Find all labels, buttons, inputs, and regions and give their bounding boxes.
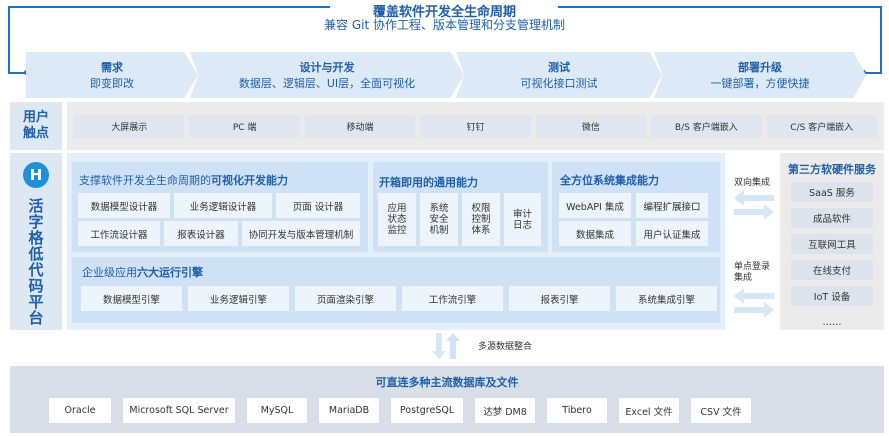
general-capability-item: 审计 日志 [504,193,541,246]
integration-title: 全方位系统集成能力 [560,174,659,187]
database-panel: 可直连多种主流数据库及文件 Oracle Microsoft SQL Server… [10,366,884,433]
platform-label-box: H 活字格低代码平台 [10,153,62,330]
engine-item: 报表引擎 [509,286,610,311]
stage-desc: 可视化接口测试 [520,77,598,90]
stage-testing: 测试可视化接口测试 [456,52,662,98]
third-party-item: 成品软件 [791,208,873,228]
designer-item: 协同开发与版本管理机制 [242,221,360,246]
bracket-line [880,6,882,74]
bracket-line [558,6,882,8]
designer-item: 业务逻辑设计器 [174,193,272,218]
touch-point-item: B/S 客户端嵌入 [651,115,762,138]
third-party-item: IoT 设备 [791,286,873,306]
visual-dev-title: 支撑软件开发全生命周期的可视化开发能力 [79,174,288,187]
integration-item: 用户认证集成 [636,221,708,246]
general-capability-item: 系统 安全 机制 [420,193,458,246]
general-panel: 开箱即用的通用能力 应用 状态 监控系统 安全 机制权限 控制 体系审计 日志 [373,162,548,252]
engine-item: 系统集成引擎 [616,286,717,311]
third-party-panel: 第三方软硬件服务 SaaS 服务成品软件互联网工具在线支付 IoT 设备 …… [780,153,884,330]
touch-point-item: PC 端 [189,115,300,138]
platform-logo-icon: H [23,162,49,188]
bidirectional-label: 双向集成 [734,178,771,188]
designer-item: 数据模型设计器 [78,193,170,218]
database-item: Microsoft SQL Server [123,398,235,423]
platform-label: 活字格低代码平台 [28,197,44,327]
database-item: MySQL [247,398,307,423]
bracket-line [8,72,26,74]
stage-title: 测试 [548,61,570,74]
stage-design-dev: 设计与开发数据层、逻辑层、UI层，全面可视化 [190,52,464,98]
stage-title: 部署升级 [738,61,782,74]
database-item: Excel 文件 [619,398,679,423]
third-party-title: 第三方软硬件服务 [788,163,876,176]
stage-desc: 一键部署，方便快捷 [710,77,810,90]
touch-point-item: 钉钉 [420,115,531,138]
touch-point-item: 大屏展示 [74,115,185,138]
database-item: MariaDB [319,398,379,423]
diagram-title: 覆盖软件开发全生命周期 [372,5,516,20]
stage-title: 设计与开发 [299,61,355,74]
third-party-item: SaaS 服务 [791,182,873,202]
diagram-subtitle: 兼容 Git 协作工程、版本管理和分支管理机制 [324,18,565,32]
database-item: Tibero [547,398,607,423]
designer-item: 工作流设计器 [78,221,160,246]
bidirectional-arrows-icon [734,190,774,220]
bracket-line [8,6,10,74]
engine-item: 数据模型引擎 [81,286,182,311]
touch-label: 用户触点 [10,102,62,150]
general-capability-item: 应用 状态 监控 [378,193,416,246]
third-party-item: …… [822,316,842,328]
touch-point-item: C/S 客户端嵌入 [766,115,877,138]
general-capability-item: 权限 控制 体系 [462,193,500,246]
database-item: CSV 文件 [691,398,751,423]
visual-dev-panel: 支撑软件开发全生命周期的可视化开发能力 数据模型设计器 业务逻辑设计器 页面 设… [72,162,368,252]
bracket-line [864,72,882,74]
database-title: 可直连多种主流数据库及文件 [375,376,519,389]
sso-arrows-icon [734,288,774,318]
third-party-item: 在线支付 [791,260,873,280]
stage-title: 需求 [101,61,123,74]
stage-desc: 数据层、逻辑层、UI层，全面可视化 [238,77,416,90]
touch-point-item: 微信 [535,115,647,138]
database-item: PostgreSQL [391,398,463,423]
engines-panel: 企业级应用六大运行引擎 数据模型引擎业务逻辑引擎页面渲染引擎工作流引擎报表引擎系… [72,257,720,323]
third-party-item: 互联网工具 [791,234,873,254]
engine-item: 业务逻辑引擎 [188,286,289,311]
designer-item: 页面 设计器 [276,193,360,218]
designer-item: 报表设计器 [164,221,238,246]
multi-source-label: 多源数据整合 [478,342,533,352]
touch-point-item: 移动端 [304,115,416,138]
integration-item: 编程扩展接口 [636,193,708,218]
integration-item: WebAPI 集成 [559,193,631,218]
stage-desc: 即变即改 [90,77,134,90]
engine-item: 工作流引擎 [402,286,503,311]
engines-title: 企业级应用六大运行引擎 [82,266,203,279]
general-title: 开箱即用的通用能力 [379,176,478,189]
integration-panel: 全方位系统集成能力 WebAPI 集成 编程扩展接口 数据集成 用户认证集成 [552,162,720,252]
sso-label: 单点登录 集成 [734,262,771,283]
stage-requirements: 需求即变即改 [26,52,198,98]
integration-item: 数据集成 [559,221,631,246]
stage-deploy: 部署升级一键部署，方便快捷 [654,52,866,98]
database-item: 达梦 DM8 [475,398,535,423]
data-sync-arrows-icon [432,333,462,359]
bracket-line [8,6,330,8]
database-item: Oracle [49,398,111,423]
engine-item: 页面渲染引擎 [295,286,396,311]
